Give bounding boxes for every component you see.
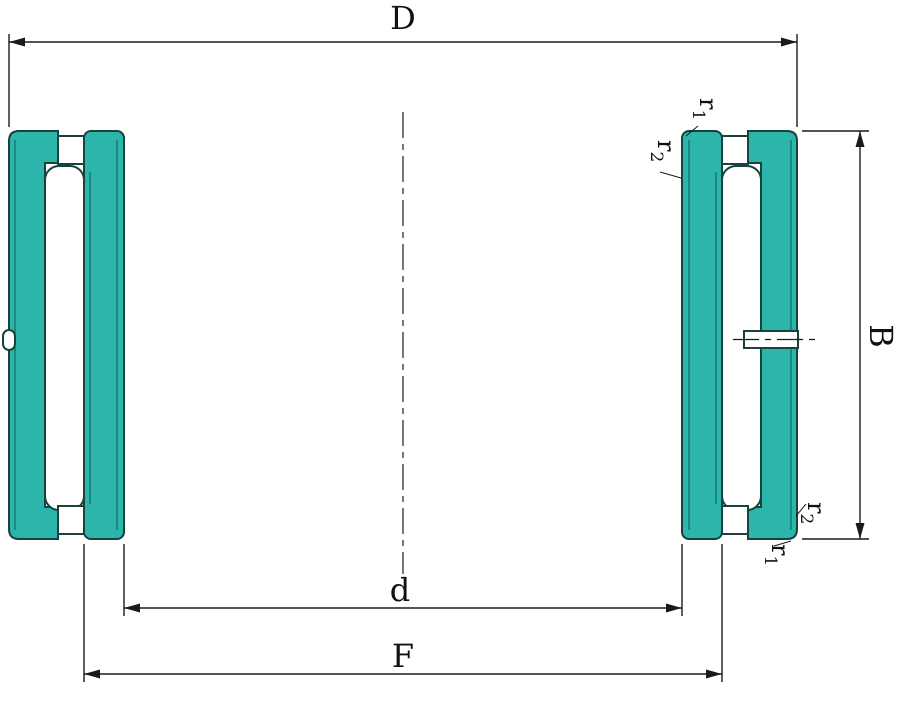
radius-label-r1-top: r1 xyxy=(688,98,722,120)
radius-label-r2-bottom: r2 xyxy=(796,502,830,524)
dim-D-label: D xyxy=(390,0,416,37)
leader-line-r1-bottom xyxy=(773,540,792,547)
leader-line-r2-top xyxy=(659,171,682,179)
leader-line-r1-top xyxy=(685,125,699,137)
dimension-d: d xyxy=(123,544,683,616)
dimension-B: B xyxy=(802,130,900,540)
radius-labels-top: r1 r2 xyxy=(646,98,722,179)
oil-groove-notch xyxy=(2,329,16,351)
dim-d-label: d xyxy=(390,571,410,609)
radius-labels-bottom: r2 r1 xyxy=(760,502,830,566)
dimension-F: F xyxy=(83,544,723,682)
dimension-D: D xyxy=(8,0,798,127)
dim-B-label: B xyxy=(862,324,900,348)
leader-line-r2-bottom xyxy=(795,503,807,517)
arrowhead xyxy=(706,669,722,679)
dim-F-label: F xyxy=(392,637,414,675)
left-bearing-section xyxy=(8,130,125,540)
arrowhead xyxy=(9,37,25,47)
arrowhead xyxy=(855,523,865,539)
radius-label-r1-bottom: r1 xyxy=(760,544,794,566)
arrowhead xyxy=(855,131,865,147)
arrowhead xyxy=(124,603,140,613)
radius-label-r2-top: r2 xyxy=(646,140,680,162)
arrowhead xyxy=(666,603,682,613)
arrowhead xyxy=(84,669,100,679)
arrowhead xyxy=(781,37,797,47)
